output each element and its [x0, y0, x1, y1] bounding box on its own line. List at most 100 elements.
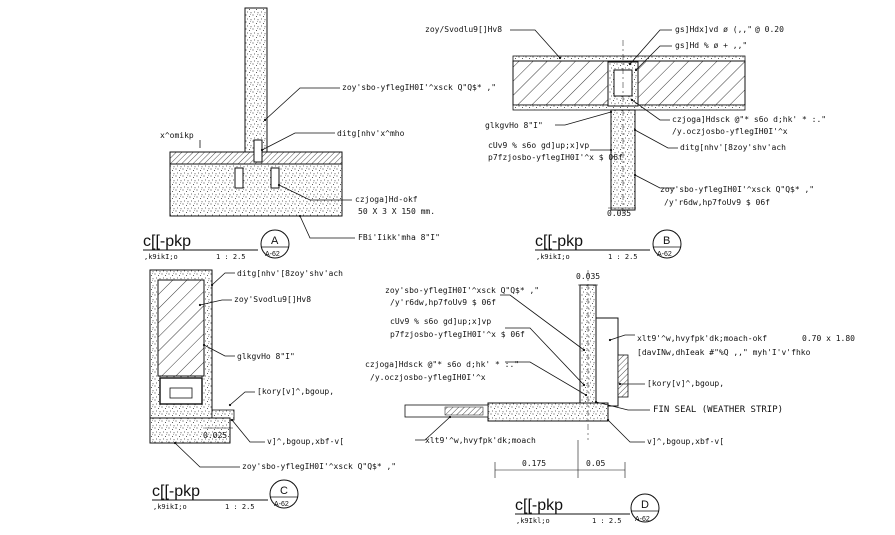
- detail-a-bracket: [253, 139, 263, 163]
- detail-c: ditg[nhv'[8zoy'shv'ach zoy'Svodlu9[]Hv8 …: [149, 269, 396, 511]
- detail-d-dim-2: 0.05: [586, 459, 605, 468]
- leader: [260, 132, 335, 152]
- detail-d-scale: 1 : 2.5: [592, 517, 622, 525]
- detail-d-hatched-jamb: [617, 354, 629, 398]
- detail-b-label-top-right-1: gs]Hdx]vd ø (,,": [675, 25, 752, 34]
- detail-c-hatched-panel: [157, 279, 205, 377]
- detail-a: zoy'sbo-yflegIH0I'^xsck Q"Q$* ," x^omikp…: [143, 7, 496, 261]
- leader: [173, 441, 240, 468]
- detail-d-label-l3: cUv9 % s6o gd]up;x]vp: [390, 317, 491, 326]
- detail-d: 0.035 zoy'sbo-yflegIH0I'^xsck Q"Q$* ," /…: [365, 270, 855, 525]
- leader: [628, 29, 672, 66]
- leader: [633, 173, 675, 189]
- detail-c-base: [149, 417, 231, 444]
- leader: [198, 299, 232, 307]
- detail-d-frame-right: [595, 317, 619, 407]
- leader: [277, 183, 352, 201]
- leader: [500, 294, 586, 352]
- detail-b-label-right-5: /y'r6dw,hp7foUv9 $ 06f: [664, 198, 770, 207]
- detail-d-label-bottom-left: xlt9'^w,hvyfpk'dk;moach: [425, 436, 536, 445]
- detail-d-threshold-hatch: [444, 406, 484, 416]
- detail-a-label-anchor-size: 50 X 3 X 150 mm.: [358, 207, 435, 216]
- detail-c-label-top: ditg[nhv'[8zoy'shv'ach: [237, 269, 343, 278]
- leader: [210, 272, 235, 287]
- leader: [633, 128, 678, 149]
- detail-a-label-board: zoy'sbo-yflegIH0I'^xsck Q"Q$* ,": [342, 83, 496, 92]
- detail-a-tag-circle: [260, 229, 290, 259]
- leader: [594, 400, 650, 411]
- detail-c-tag: C: [280, 485, 288, 497]
- detail-a-ref: A-62: [265, 251, 280, 258]
- detail-a-tag: A: [271, 235, 279, 247]
- detail-b-label-left-mid: glkgvHo 8"I": [485, 121, 543, 130]
- detail-c-label-right-1: [kory[v]^,bgoup,: [257, 387, 334, 396]
- detail-b-label-right-2: /y.oczjosbo-yflegIH0I'^x: [672, 127, 788, 136]
- detail-d-tag: D: [641, 499, 649, 511]
- leader: [505, 361, 588, 397]
- detail-a-label-anchor: czjoga]Hd-okf: [355, 195, 418, 204]
- detail-d-label-r2: [davINw,dhIeak #"%Q ,," myh'I'v'fhko: [637, 348, 811, 357]
- detail-c-label-mid: glkgvHo 8"I": [237, 352, 295, 361]
- detail-c-profile-inner: [169, 387, 193, 399]
- detail-d-subtitle: ,k9Ikl;o: [516, 517, 550, 525]
- detail-d-title: c[[-pkp: [515, 497, 563, 514]
- detail-d-label-l5: czjoga]Hdsck @"* s6o d;hk' * :.": [365, 360, 519, 369]
- detail-a-panel: [244, 7, 268, 159]
- detail-a-label-base: FBi'Iikk'mha 8"I": [358, 233, 440, 242]
- detail-b-dim: 0.035: [607, 209, 631, 218]
- detail-d-label-l4: p7fzjosbo-yflegIH0I'^x $ 06f: [390, 330, 525, 339]
- detail-b-label-right-3: ditg[nhv'[8zoy'shv'ach: [680, 143, 786, 152]
- detail-c-scale: 1 : 2.5: [225, 503, 255, 511]
- detail-b-label-right-1: czjoga]Hdsck @"* s6o d;hk' * :.": [672, 115, 826, 124]
- detail-c-label-bottom: zoy'sbo-yflegIH0I'^xsck Q"Q$* ,": [242, 462, 396, 471]
- leader: [505, 327, 586, 387]
- detail-b-label-left-1: cUv9 % s6o gd]up;x]vp: [488, 141, 589, 150]
- detail-b-ref: A-62: [657, 251, 672, 258]
- detail-d-label-l6: /y.oczjosbo-yflegIH0I'^x: [370, 373, 486, 382]
- leader: [415, 415, 452, 441]
- detail-d-label-r3: [kory[v]^,bgoup,: [647, 379, 724, 388]
- leader: [263, 87, 340, 122]
- leader: [606, 418, 645, 443]
- detail-c-label-second: zoy'Svodlu9[]Hv8: [234, 295, 311, 304]
- leader: [298, 214, 355, 239]
- detail-b-scale: 1 : 2.5: [608, 253, 638, 261]
- leader: [608, 334, 635, 342]
- detail-a-title: c[[-pkp: [143, 233, 191, 250]
- detail-a-slab: [169, 163, 343, 217]
- detail-d-dim-top: 0.035: [576, 272, 600, 281]
- detail-a-anchor-1: [234, 167, 244, 189]
- detail-c-title: c[[-pkp: [152, 483, 200, 500]
- detail-d-tag-circle: [630, 493, 660, 523]
- detail-c-ref: A-62: [274, 501, 289, 508]
- detail-b-top-cap: [512, 55, 746, 62]
- detail-d-label-l2: /y'r6dw,hp7foUv9 $ 06f: [390, 298, 496, 307]
- detail-b-label-left-2: p7fzjosbo-yflegIH0I'^x $ 06f: [488, 153, 623, 162]
- detail-d-floor: [487, 402, 609, 422]
- detail-b-label-top-right-2: gs]Hd % ø + ,,": [675, 41, 747, 50]
- detail-a-subtitle: ,k9ikI;o: [144, 253, 178, 261]
- leader: [630, 98, 670, 121]
- detail-a-label-left: x^omikp: [160, 131, 194, 140]
- detail-b-label-top-left: zoy/Svodlu9[]Hv8: [425, 25, 502, 34]
- detail-d-dim-1: 0.175: [522, 459, 546, 468]
- detail-d-label-r5: v]^,bgoup,xbf-v[: [647, 437, 724, 446]
- leader: [230, 418, 265, 443]
- detail-b: 0.035 zoy/Svodlu9[]Hv8 gs]Hdx]vd ø (,," …: [425, 25, 826, 261]
- leader: [510, 29, 562, 60]
- detail-c-label-right-2: v]^,bgoup,xbf-v[: [267, 437, 344, 446]
- detail-c-subtitle: ,k9ikI;o: [153, 503, 187, 511]
- leader: [202, 343, 235, 357]
- detail-b-title: c[[-pkp: [535, 233, 583, 250]
- detail-b-label-right-4: zoy'sbo-yflegIH0I'^xsck Q"Q$* ,": [660, 185, 814, 194]
- leader: [634, 45, 672, 72]
- detail-a-label-mid: ditg[nhv'x^mho: [337, 129, 405, 138]
- leader: [555, 110, 613, 126]
- detail-d-ref: A-62: [635, 516, 650, 523]
- detail-d-label-r1: xlt9'^w,hvyfpk'dk;moach-okf: [637, 334, 767, 343]
- detail-d-label-l1: zoy'sbo-yflegIH0I'^xsck Q"Q$* ,": [385, 286, 539, 295]
- leader: [228, 391, 255, 407]
- detail-b-tag-circle: [652, 229, 682, 259]
